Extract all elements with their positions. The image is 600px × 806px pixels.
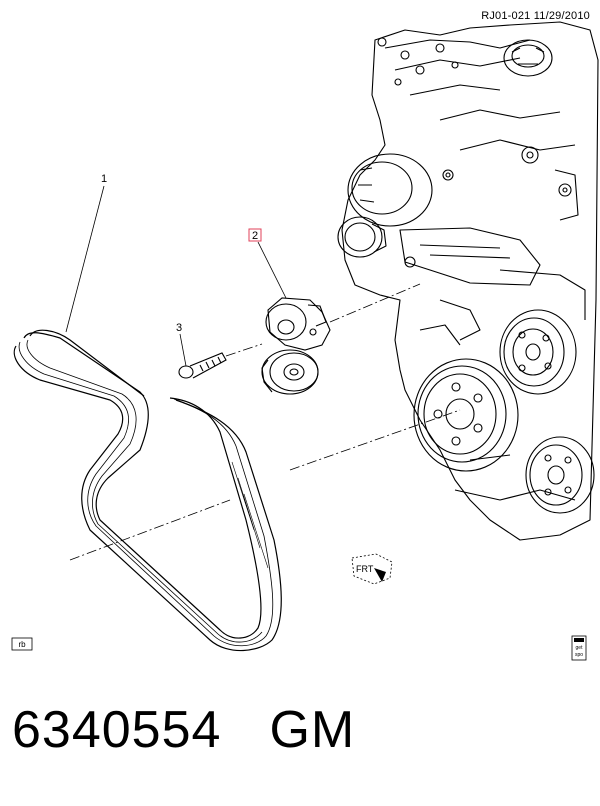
callout-2-highlight-box <box>248 228 262 242</box>
callout-3: 3 <box>176 322 182 334</box>
right-badge: get spo <box>571 635 587 661</box>
right-badge-line1: get <box>576 645 584 651</box>
tensioner-bolt <box>178 352 227 379</box>
callout-1: 1 <box>101 173 107 185</box>
left-badge: rb <box>11 637 33 651</box>
crankshaft-pulley <box>413 358 519 472</box>
engine-assembly <box>337 21 599 541</box>
part-number: 6340554 <box>12 701 222 759</box>
arrow-icon <box>374 568 386 582</box>
serpentine-belt <box>13 329 282 652</box>
leader-lines <box>65 185 461 561</box>
brand-name: GM <box>269 701 356 759</box>
water-pump-pulley <box>499 309 577 395</box>
diagram-reference: RJ01-021 11/29/2010 <box>481 10 590 22</box>
left-badge-label: rb <box>18 640 26 649</box>
front-label: FRT <box>356 564 374 574</box>
part-number-caption: 6340554 GM <box>12 700 355 760</box>
accessory-pulley <box>525 436 595 514</box>
callout-2: 2 <box>252 230 258 242</box>
right-badge-line2: spo <box>575 652 583 658</box>
belt-tensioner <box>261 297 331 395</box>
front-direction-indicator: FRT <box>351 553 393 585</box>
